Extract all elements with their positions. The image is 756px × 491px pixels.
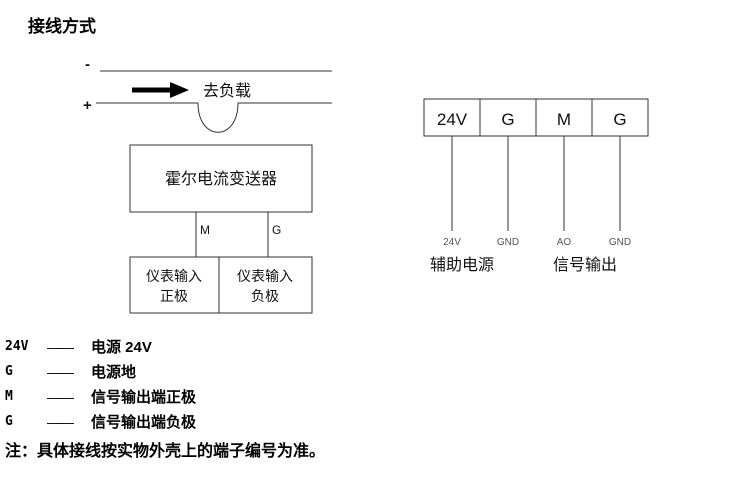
legend-key: 24V bbox=[5, 339, 29, 354]
pin-label-24v: 24V bbox=[443, 237, 461, 248]
transmitter-box bbox=[129, 144, 313, 213]
load-arrow-icon bbox=[132, 82, 189, 98]
legend-key: G bbox=[5, 414, 13, 429]
signal-output-label: 信号输出 bbox=[553, 256, 617, 274]
instrument-input-positive-line2: 正极 bbox=[160, 288, 188, 304]
terminal-cell-g1 bbox=[479, 98, 537, 137]
legend-dash: —— bbox=[47, 338, 74, 355]
legend-item-m-signal: M —— 信号输出端正极 bbox=[5, 384, 705, 409]
plus-wire-line bbox=[96, 102, 332, 133]
instrument-input-positive-box bbox=[129, 256, 220, 314]
instrument-input-negative-line1: 仪表输入 bbox=[237, 268, 293, 284]
load-arrow-head bbox=[170, 82, 189, 98]
legend-desc: 电源地 bbox=[91, 364, 137, 381]
terminal-cell-g2 bbox=[591, 98, 649, 137]
instrument-input-negative-line2: 负极 bbox=[251, 288, 279, 304]
auxiliary-power-label: 辅助电源 bbox=[430, 256, 494, 274]
legend: 24V —— 电源 24V G —— 电源地 M —— 信号输出端正极 G ——… bbox=[5, 334, 705, 461]
terminal-g-label: G bbox=[272, 223, 281, 237]
legend-desc: 信号输出端正极 bbox=[91, 389, 197, 406]
terminal-cell-24v-label: 24V bbox=[437, 110, 468, 129]
instrument-input-negative-box bbox=[218, 256, 313, 314]
wiring-diagram: - + 去负载 霍尔电流变送器 M G 仪表输入 正极 仪表输入 负极 bbox=[83, 56, 649, 314]
load-label: 去负载 bbox=[203, 82, 251, 100]
terminal-cell-g2-label: G bbox=[613, 110, 626, 129]
instrument-input-positive-line1: 仪表输入 bbox=[146, 268, 202, 284]
pin-label-gnd2: GND bbox=[609, 237, 631, 248]
legend-key: M bbox=[5, 389, 13, 404]
legend-desc: 电源 24V bbox=[91, 339, 152, 356]
terminal-cell-g1-label: G bbox=[501, 110, 514, 129]
legend-dash: —— bbox=[47, 363, 74, 380]
transmitter-label: 霍尔电流变送器 bbox=[165, 170, 277, 188]
legend-item-24v: 24V —— 电源 24V bbox=[5, 334, 705, 359]
page-title: 接线方式 bbox=[28, 17, 96, 36]
legend-item-g-power: G —— 电源地 bbox=[5, 359, 705, 384]
terminal-m-label: M bbox=[200, 223, 210, 237]
legend-desc: 信号输出端负极 bbox=[91, 414, 197, 431]
legend-note: 注：具体接线按实物外壳上的端子编号为准。 bbox=[5, 443, 326, 460]
terminal-cell-m-label: M bbox=[557, 110, 571, 129]
hall-transmitter-diagram: - + 去负载 霍尔电流变送器 M G 仪表输入 正极 仪表输入 负极 bbox=[83, 56, 332, 314]
legend-key: G bbox=[5, 364, 13, 379]
legend-dash: —— bbox=[47, 388, 74, 405]
legend-dash: —— bbox=[47, 413, 74, 430]
pin-label-ao: AO bbox=[557, 237, 572, 248]
plus-terminal-label: + bbox=[83, 97, 92, 114]
legend-item-g-signal: G —— 信号输出端负极 bbox=[5, 409, 705, 434]
minus-terminal-label: - bbox=[85, 56, 90, 73]
terminal-strip-diagram: 24V G M G 24V GND AO GND 辅助电源 信号输出 bbox=[423, 98, 649, 274]
pin-label-gnd1: GND bbox=[497, 237, 519, 248]
